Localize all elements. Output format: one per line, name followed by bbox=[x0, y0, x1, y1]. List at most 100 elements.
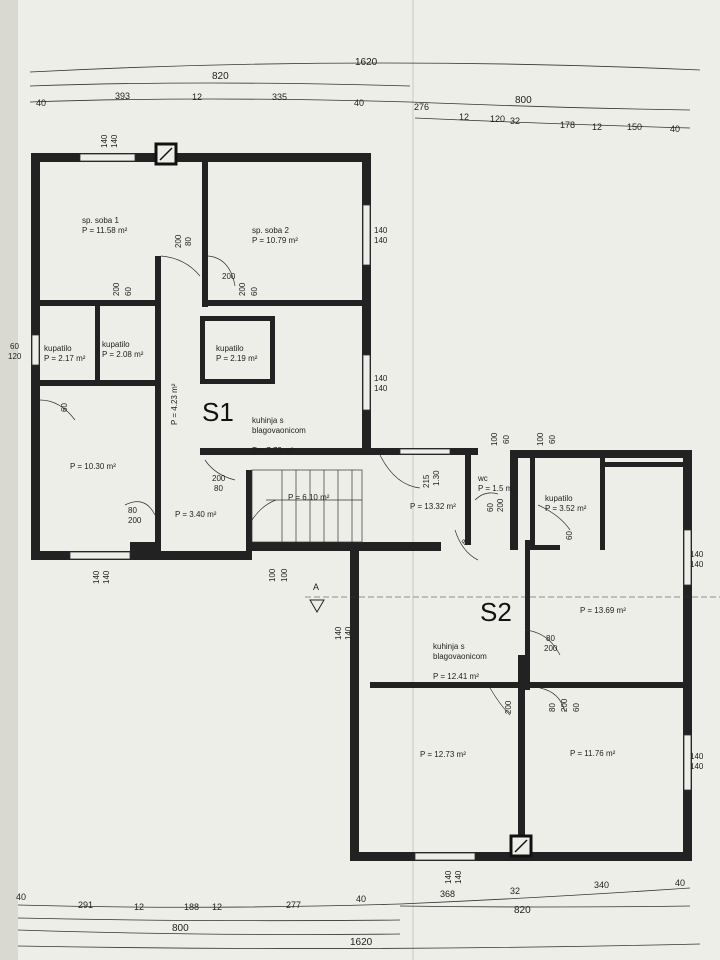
room-kuhinja-s2: kuhinja s blagovaonicom P = 12.41 m² bbox=[433, 632, 487, 692]
dim-top-276: 276 bbox=[414, 102, 430, 112]
s2-walls bbox=[350, 448, 692, 861]
dim-top-total: 1620 bbox=[355, 57, 378, 68]
dim-top-40b: 40 bbox=[354, 98, 365, 108]
room-name: kupatilo bbox=[44, 344, 72, 353]
paper-fold-line bbox=[412, 0, 414, 960]
dim-top-40c: 40 bbox=[670, 124, 681, 134]
room-area: P = 2.17 m² bbox=[44, 354, 86, 363]
room-area: P = 7.73 m² bbox=[252, 446, 294, 455]
dim-opening: 60 bbox=[565, 531, 574, 540]
room-kupatilo-d: kupatilo P = 3.52 m² bbox=[545, 494, 586, 514]
dim-opening: 80 bbox=[546, 634, 555, 643]
unit-label-s1: S1 bbox=[202, 397, 234, 427]
dim-top-150: 150 bbox=[627, 122, 643, 132]
room-name: kuhinja s blagovaonicom bbox=[433, 642, 487, 661]
dim-opening: 200 bbox=[212, 474, 226, 483]
room-area: P = 10.79 m² bbox=[252, 236, 298, 245]
room-s2-sw: P = 12.73 m² bbox=[420, 750, 466, 760]
section-letter: A bbox=[313, 582, 320, 592]
room-area: P = 13.32 m² bbox=[410, 502, 456, 511]
dim-bot-291: 291 bbox=[78, 900, 94, 910]
room-s2-e: P = 13.69 m² bbox=[580, 606, 626, 616]
room-area: P = 2.08 m² bbox=[102, 350, 144, 359]
room-area: P = 12.41 m² bbox=[433, 672, 479, 681]
dim-opening: 200 bbox=[238, 282, 247, 296]
dim-opening: 100 bbox=[268, 568, 277, 582]
room-kupatilo-a: kupatilo P = 2.17 m² bbox=[44, 344, 85, 364]
dim-top-178: 178 bbox=[560, 120, 576, 130]
dim-opening: 140 bbox=[374, 374, 388, 383]
dim-bot-12a: 12 bbox=[134, 902, 145, 912]
section-marker-a bbox=[305, 596, 720, 613]
room-name: sp. soba 2 bbox=[252, 226, 289, 235]
door-swings bbox=[39, 255, 571, 716]
dim-opening: 100 bbox=[280, 568, 289, 582]
dim-top-12c: 12 bbox=[592, 122, 603, 132]
dim-opening: 200 bbox=[560, 698, 569, 712]
room-area: P = 6.10 m² bbox=[288, 493, 330, 502]
dim-opening: 140 bbox=[110, 134, 119, 148]
dim-opening: 1.30 bbox=[432, 470, 441, 486]
dim-top-12a: 12 bbox=[192, 92, 203, 102]
dim-bot-40b: 40 bbox=[356, 894, 367, 904]
room-s2-se: P = 11.76 m² bbox=[570, 749, 615, 759]
dim-bot-32: 32 bbox=[510, 886, 521, 896]
windows bbox=[31, 153, 692, 861]
staircase bbox=[251, 469, 363, 543]
room-kupatilo-c: kupatilo P = 2.19 m² bbox=[216, 344, 257, 364]
room-name: kupatilo bbox=[102, 340, 130, 349]
dim-opening: 60 bbox=[548, 435, 557, 444]
dim-top-820: 820 bbox=[212, 71, 229, 82]
room-area: P = 1.5 m² bbox=[478, 484, 515, 493]
top-dimension-lines bbox=[29, 62, 701, 129]
room-name: kupatilo bbox=[216, 344, 244, 353]
room-wc: wc P = 1.5 m² bbox=[478, 474, 515, 494]
dim-opening: 200 bbox=[174, 234, 183, 248]
dim-bot-40c: 40 bbox=[675, 878, 686, 888]
dim-top-32: 32 bbox=[510, 116, 521, 126]
dim-opening: 200 bbox=[544, 644, 558, 653]
room-area: P = 3.40 m² bbox=[175, 510, 217, 519]
room-name: wc bbox=[478, 474, 488, 483]
room-name: kupatilo bbox=[545, 494, 573, 503]
room-hall-s1: P = 4.23 m² bbox=[170, 384, 180, 425]
dim-opening: 80 bbox=[184, 237, 193, 246]
room-hall-s2: P = 13.32 m² bbox=[410, 502, 456, 512]
dim-opening: 140 bbox=[374, 236, 388, 245]
dim-opening: 60 bbox=[60, 403, 69, 412]
room-stair: P = 6.10 m² bbox=[288, 493, 329, 503]
unit-label-s2: S2 bbox=[480, 597, 512, 627]
dim-top-335: 335 bbox=[272, 92, 288, 102]
dim-opening: 140 bbox=[444, 870, 453, 884]
dim-bot-277: 277 bbox=[286, 900, 302, 910]
dim-opening: 140 bbox=[374, 226, 388, 235]
dim-top-800: 800 bbox=[515, 95, 532, 106]
dim-opening: 140 bbox=[344, 626, 353, 640]
room-sp-soba-2: sp. soba 2 P = 10.79 m² bbox=[252, 226, 298, 246]
room-area: P = 13.69 m² bbox=[580, 606, 626, 615]
dim-bot-368: 368 bbox=[440, 889, 456, 899]
room-area: P = 4.23 m² bbox=[170, 383, 179, 425]
dim-opening: 60 bbox=[124, 287, 133, 296]
dim-opening: 140 bbox=[690, 550, 704, 559]
room-area: P = 11.76 m² bbox=[570, 749, 616, 758]
dim-opening: 140 bbox=[374, 384, 388, 393]
dim-opening: 120 bbox=[8, 352, 22, 361]
dim-opening: 200 bbox=[128, 516, 142, 525]
dim-opening: 215 bbox=[422, 474, 431, 488]
chimneys bbox=[154, 142, 533, 858]
room-name: sp. soba 1 bbox=[82, 216, 119, 225]
dim-opening: 140 bbox=[100, 134, 109, 148]
dim-opening: 140 bbox=[690, 752, 704, 761]
bottom-dimension-lines bbox=[17, 887, 701, 949]
dim-opening: 140 bbox=[690, 560, 704, 569]
dim-opening: 60 bbox=[502, 435, 511, 444]
dim-opening: 60 bbox=[572, 703, 581, 712]
dim-opening: 80 bbox=[548, 703, 557, 712]
dim-opening: 80 bbox=[128, 506, 137, 515]
dim-bot-12b: 12 bbox=[212, 902, 223, 912]
dim-bot-40a: 40 bbox=[16, 892, 27, 902]
dim-top-120: 120 bbox=[490, 114, 506, 124]
dim-opening: 200 bbox=[504, 700, 513, 714]
dim-opening: 200 bbox=[496, 498, 505, 512]
